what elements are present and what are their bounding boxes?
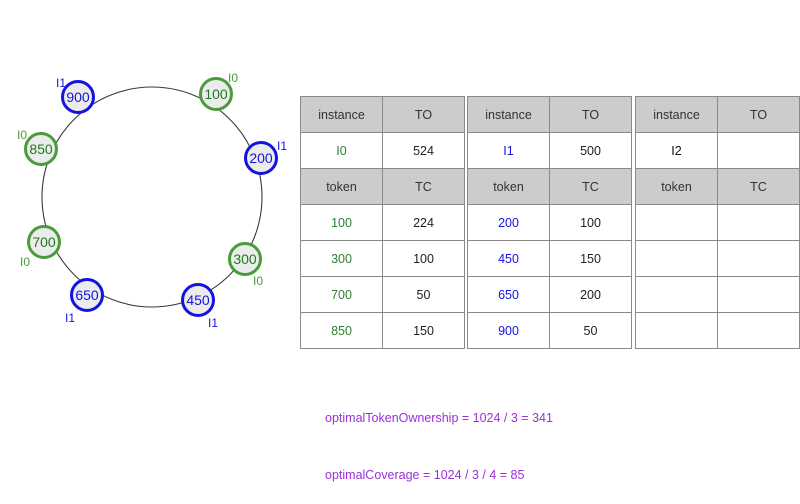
tc-cell: 200 xyxy=(549,276,632,313)
instance-column-header: instance xyxy=(300,96,383,133)
to-column-header: TO xyxy=(549,96,632,133)
tc-column-header: TC xyxy=(717,168,800,205)
table-row: 650 200 xyxy=(467,276,632,313)
ring-node-token-label: 700 xyxy=(32,234,56,250)
to-column-header: TO xyxy=(717,96,800,133)
ring-node-token-label: 300 xyxy=(233,251,257,267)
table-row: 900 50 xyxy=(467,312,632,349)
instance-table-i0: instance TO I0 524 token TC 100 224 300 … xyxy=(300,96,465,349)
instance-name-cell: I2 xyxy=(635,132,718,169)
table-row: 450 150 xyxy=(467,240,632,277)
table-row: I2 xyxy=(635,132,800,169)
table-row xyxy=(635,312,800,349)
tc-cell: 50 xyxy=(382,276,465,313)
table-row xyxy=(635,204,800,241)
table-row: token TC xyxy=(635,168,800,205)
ring-node-100[interactable]: 100 xyxy=(199,77,233,111)
optimal-coverage-line: optimalCoverage = 1024 / 3 / 4 = 85 xyxy=(325,468,525,482)
instance-table-i2: instance TO I2 token TC xyxy=(635,96,800,349)
token-cell: 300 xyxy=(300,240,383,277)
tc-cell xyxy=(717,204,800,241)
ring-node-token-label: 450 xyxy=(186,292,210,308)
token-cell: 650 xyxy=(467,276,550,313)
to-column-header: TO xyxy=(382,96,465,133)
instance-name-cell: I1 xyxy=(467,132,550,169)
token-cell xyxy=(635,204,718,241)
token-cell: 200 xyxy=(467,204,550,241)
ring-node-instance-label-700: I0 xyxy=(20,255,31,269)
table-row: 850 150 xyxy=(300,312,465,349)
ring-node-token-label: 850 xyxy=(29,141,53,157)
tc-cell xyxy=(717,240,800,277)
tc-cell xyxy=(717,312,800,349)
optimal-metrics-note: optimalTokenOwnership = 1024 / 3 = 341 o… xyxy=(325,371,553,504)
table-row: instance TO xyxy=(467,96,632,133)
ring-node-token-label: 200 xyxy=(249,150,273,166)
token-cell: 700 xyxy=(300,276,383,313)
table-row: 300 100 xyxy=(300,240,465,277)
total-ownership-cell: 500 xyxy=(549,132,632,169)
table-row xyxy=(635,240,800,277)
ring-node-instance-label-900: I1 xyxy=(56,76,67,90)
table-row: 700 50 xyxy=(300,276,465,313)
instance-table-i1: instance TO I1 500 token TC 200 100 450 … xyxy=(467,96,632,349)
tc-cell: 100 xyxy=(382,240,465,277)
table-row: I0 524 xyxy=(300,132,465,169)
ring-node-700[interactable]: 700 xyxy=(27,225,61,259)
ring-node-300[interactable]: 300 xyxy=(228,242,262,276)
ring-node-instance-label-850: I0 xyxy=(17,128,28,142)
instance-column-header: instance xyxy=(635,96,718,133)
ring-node-instance-label-650: I1 xyxy=(65,311,76,325)
tc-cell: 224 xyxy=(382,204,465,241)
token-cell xyxy=(635,312,718,349)
table-row: I1 500 xyxy=(467,132,632,169)
ring-node-token-label: 100 xyxy=(204,86,228,102)
ring-node-token-label: 900 xyxy=(66,89,90,105)
table-row: 200 100 xyxy=(467,204,632,241)
tc-cell: 100 xyxy=(549,204,632,241)
tc-cell: 150 xyxy=(549,240,632,277)
table-row: token TC xyxy=(300,168,465,205)
instance-column-header: instance xyxy=(467,96,550,133)
optimal-token-ownership-line: optimalTokenOwnership = 1024 / 3 = 341 xyxy=(325,411,553,425)
ring-node-650[interactable]: 650 xyxy=(70,278,104,312)
ring-node-200[interactable]: 200 xyxy=(244,141,278,175)
instance-name-cell: I0 xyxy=(300,132,383,169)
ring-node-900[interactable]: 900 xyxy=(61,80,95,114)
table-row: instance TO xyxy=(635,96,800,133)
table-row xyxy=(635,276,800,313)
table-row: instance TO xyxy=(300,96,465,133)
total-ownership-cell xyxy=(717,132,800,169)
token-column-header: token xyxy=(635,168,718,205)
token-cell xyxy=(635,240,718,277)
ring-node-instance-label-100: I0 xyxy=(228,71,239,85)
ring-node-450[interactable]: 450 xyxy=(181,283,215,317)
ring-node-850[interactable]: 850 xyxy=(24,132,58,166)
token-cell xyxy=(635,276,718,313)
tc-column-header: TC xyxy=(549,168,632,205)
token-cell: 450 xyxy=(467,240,550,277)
tc-cell xyxy=(717,276,800,313)
tc-cell: 50 xyxy=(549,312,632,349)
token-cell: 100 xyxy=(300,204,383,241)
ring-node-instance-label-300: I0 xyxy=(253,274,264,288)
token-cell: 900 xyxy=(467,312,550,349)
total-ownership-cell: 524 xyxy=(382,132,465,169)
tc-cell: 150 xyxy=(382,312,465,349)
ring-node-instance-label-450: I1 xyxy=(208,316,219,330)
ring-node-instance-label-200: I1 xyxy=(277,139,288,153)
ring-node-token-label: 650 xyxy=(75,287,99,303)
ring-circle-path xyxy=(41,86,263,308)
token-cell: 850 xyxy=(300,312,383,349)
token-column-header: token xyxy=(300,168,383,205)
table-row: token TC xyxy=(467,168,632,205)
tc-column-header: TC xyxy=(382,168,465,205)
token-column-header: token xyxy=(467,168,550,205)
table-row: 100 224 xyxy=(300,204,465,241)
